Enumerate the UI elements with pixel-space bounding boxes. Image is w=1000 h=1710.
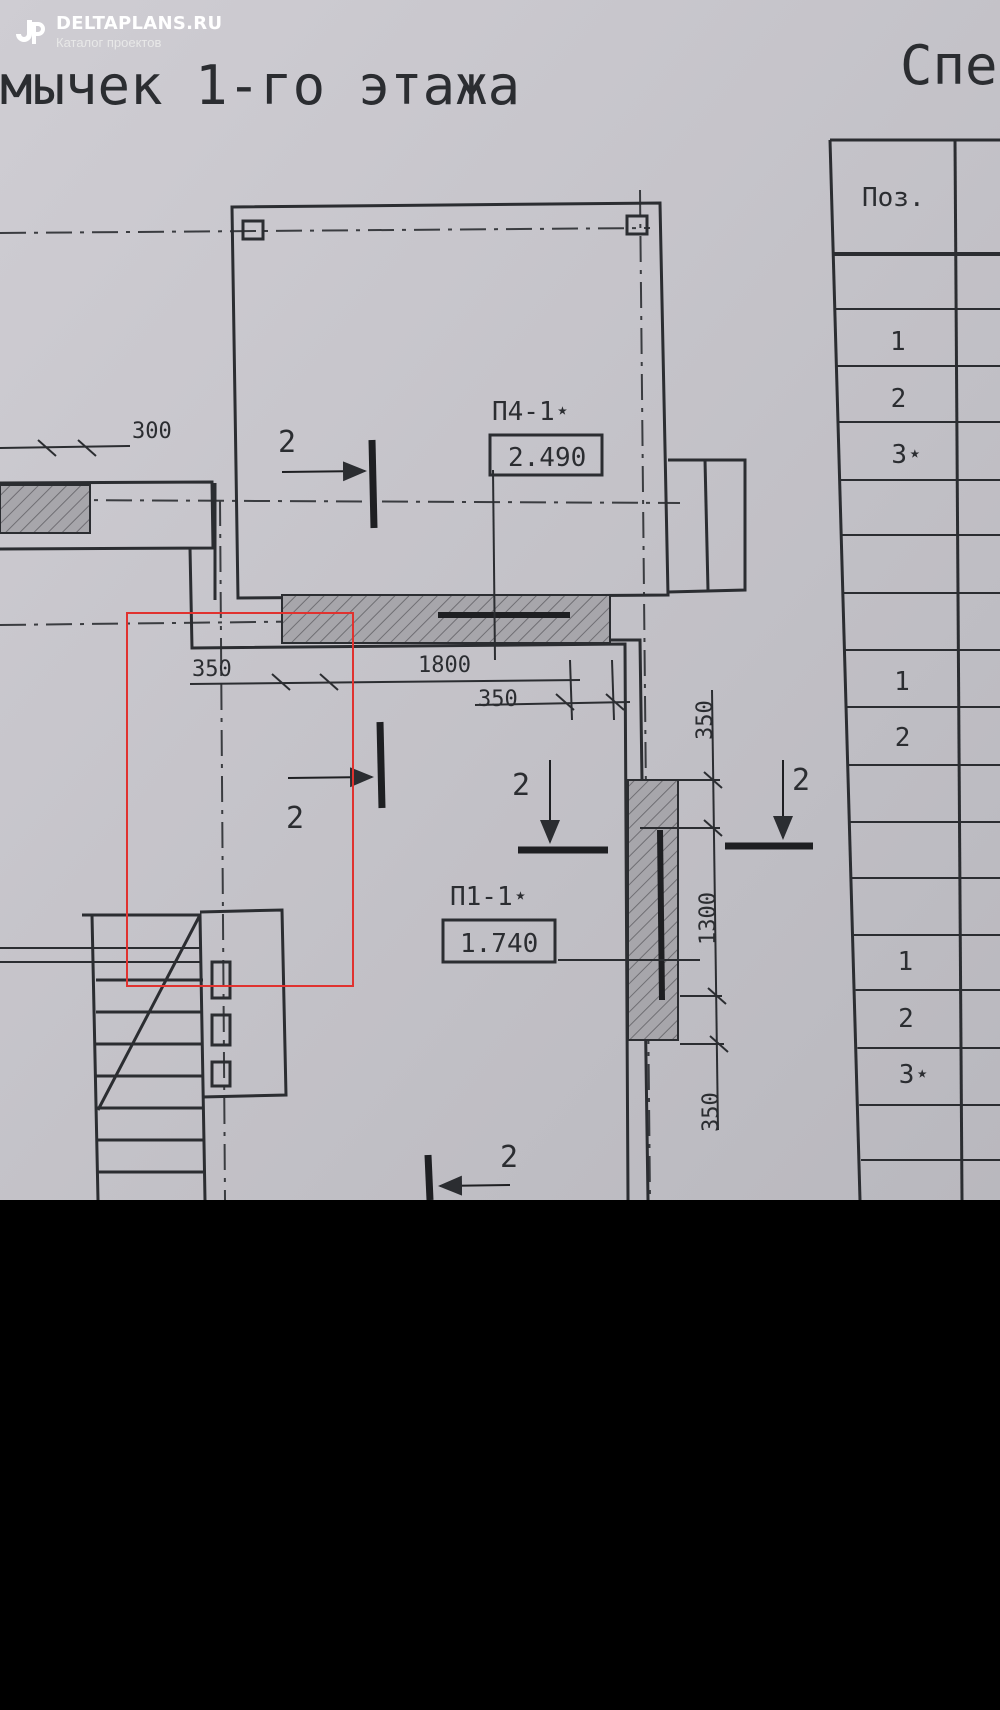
watermark-tagline: Каталог проектов bbox=[56, 35, 162, 50]
dimension-350-vert-bottom: 350 bbox=[699, 1092, 724, 1132]
spec-position-cell: 1 bbox=[890, 327, 906, 357]
spec-position-cell: 3⋆ bbox=[891, 440, 922, 470]
spec-position-cell: 2 bbox=[898, 1004, 914, 1034]
lintel-hatch bbox=[627, 779, 679, 1041]
level-box bbox=[488, 433, 604, 477]
section-label: 2 bbox=[286, 801, 304, 836]
floor-plan-drawing: мычек 1-го этажа Спе Поз. 1 2 3⋆ 1 2 1 2 3⋆ bbox=[0, 0, 1000, 1200]
lintel-hatch bbox=[281, 594, 611, 644]
section-label: 2 bbox=[512, 768, 530, 803]
spec-position-cell: 2 bbox=[891, 384, 907, 414]
spec-position-cell: 2 bbox=[895, 723, 911, 753]
spec-table-title: Спе bbox=[900, 34, 998, 97]
highlight-region bbox=[126, 612, 354, 987]
level-value-p4: 2.490 bbox=[508, 443, 586, 473]
column-marker bbox=[625, 214, 649, 236]
section-label: 2 bbox=[278, 425, 296, 460]
spec-position-cell: 1 bbox=[897, 947, 913, 977]
section-markers bbox=[281, 439, 813, 1200]
level-value-p1: 1.740 bbox=[460, 929, 538, 959]
lintel-mark-p1: П1-1⋆ bbox=[450, 882, 528, 912]
dimension-350-mid: 350 bbox=[478, 687, 518, 712]
spec-header: Поз. bbox=[862, 183, 925, 213]
spec-table bbox=[828, 138, 1000, 1200]
level-box bbox=[441, 918, 557, 964]
dimension-1300: 1300 bbox=[696, 892, 721, 945]
dimension-350-vert-top: 350 bbox=[693, 700, 718, 740]
section-label: 2 bbox=[500, 1140, 518, 1175]
column-marker bbox=[241, 219, 265, 241]
watermark-brand: DELTAPLANS.RU bbox=[56, 13, 223, 34]
dimension-300: 300 bbox=[132, 419, 172, 444]
drawing-title: мычек 1-го этажа bbox=[0, 54, 520, 117]
dimension-350-left: 350 bbox=[192, 657, 232, 682]
dimension-lines bbox=[0, 439, 729, 1131]
watermark-logo: DELTAPLANS.RU Каталог проектов bbox=[12, 14, 222, 50]
dp-logo-icon bbox=[16, 20, 45, 44]
section-label: 2 bbox=[792, 763, 810, 798]
dimension-1800: 1800 bbox=[418, 653, 471, 678]
room-outline bbox=[0, 201, 747, 1200]
spec-position-cell: 1 bbox=[894, 667, 910, 697]
lintel-mark-p4: П4-1⋆ bbox=[492, 397, 570, 427]
lintel-hatch bbox=[0, 484, 91, 534]
spec-position-cell: 3⋆ bbox=[899, 1060, 930, 1090]
